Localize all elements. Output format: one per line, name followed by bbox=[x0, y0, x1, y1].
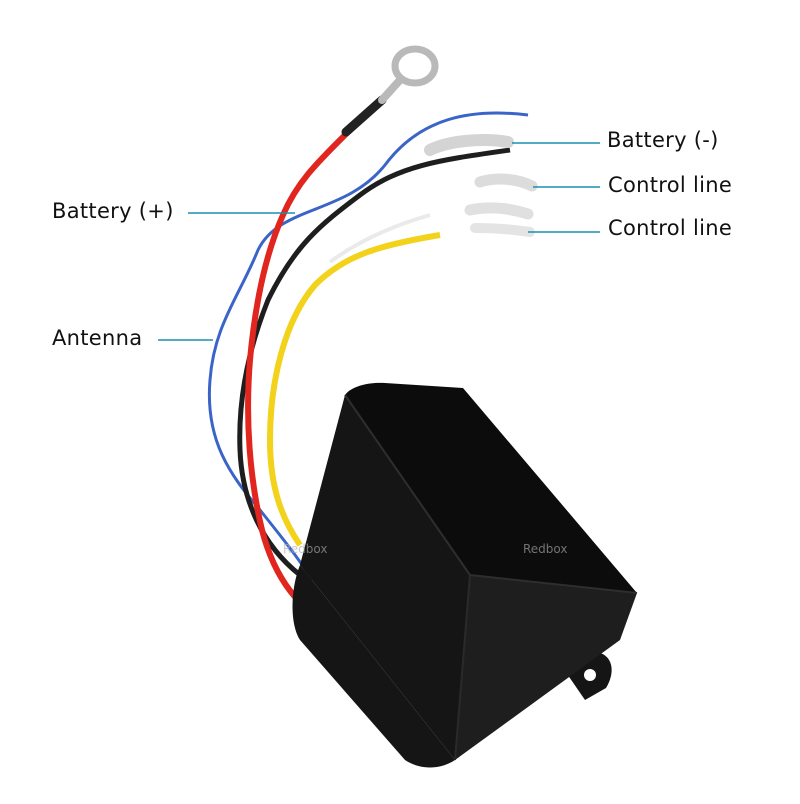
antenna-label: Antenna bbox=[52, 326, 143, 350]
control-box-icon bbox=[292, 382, 638, 768]
ring-terminal-icon bbox=[341, 45, 439, 137]
control-line-label: Control line bbox=[608, 173, 733, 197]
leader-lines bbox=[158, 142, 600, 341]
battery-negative-label: Battery (-) bbox=[607, 128, 719, 152]
watermark: Redbox bbox=[283, 542, 328, 556]
white-wire bbox=[328, 213, 431, 264]
red-wire bbox=[245, 127, 353, 631]
watermark: Redbox bbox=[523, 542, 568, 556]
connector-terminals bbox=[424, 134, 538, 237]
black-wire bbox=[237, 147, 511, 577]
yellow-wire bbox=[266, 232, 441, 547]
battery-positive-label: Battery (+) bbox=[52, 199, 174, 223]
control-line-label: Control line bbox=[608, 216, 733, 240]
